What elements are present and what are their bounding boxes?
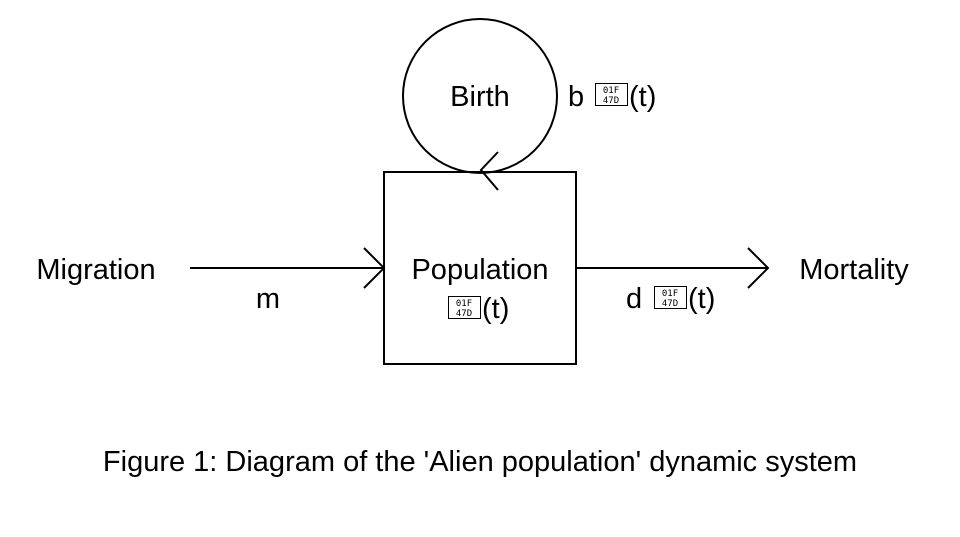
- population-label: Population: [411, 254, 548, 286]
- svg-text:47D: 47D: [603, 96, 619, 106]
- birth-node: Birth: [402, 18, 558, 174]
- mortality-arrowhead: [747, 247, 770, 289]
- population-node: Population 01F 47D (t): [383, 171, 577, 365]
- mortality-rate-prefix: d: [626, 283, 642, 315]
- birth-rate-label: b 01F 47D (t): [568, 81, 656, 113]
- svg-text:01F: 01F: [456, 299, 472, 309]
- svg-text:01F: 01F: [603, 86, 619, 96]
- svg-text:47D: 47D: [662, 299, 678, 309]
- mortality-rate-label: d 01F 47D (t): [626, 283, 715, 315]
- mortality-rate-time: (t): [688, 283, 715, 315]
- missing-glyph-icon: 01F 47D: [654, 286, 687, 309]
- figure-caption: Figure 1: Diagram of the 'Alien populati…: [103, 446, 857, 478]
- birth-label: Birth: [450, 81, 510, 113]
- birth-rate-prefix: b: [568, 81, 584, 113]
- population-time: (t): [482, 293, 509, 325]
- migration-rate-label: m: [256, 283, 280, 315]
- birth-loop-arrowhead: [479, 151, 499, 191]
- missing-glyph-icon: 01F 47D: [448, 296, 481, 319]
- migration-arrowhead: [363, 247, 386, 289]
- mortality-label: Mortality: [799, 254, 909, 286]
- svg-text:47D: 47D: [456, 309, 472, 319]
- svg-text:01F: 01F: [662, 289, 678, 299]
- missing-glyph-icon: 01F 47D: [595, 83, 628, 106]
- migration-label: Migration: [36, 254, 155, 286]
- birth-rate-time: (t): [629, 81, 656, 113]
